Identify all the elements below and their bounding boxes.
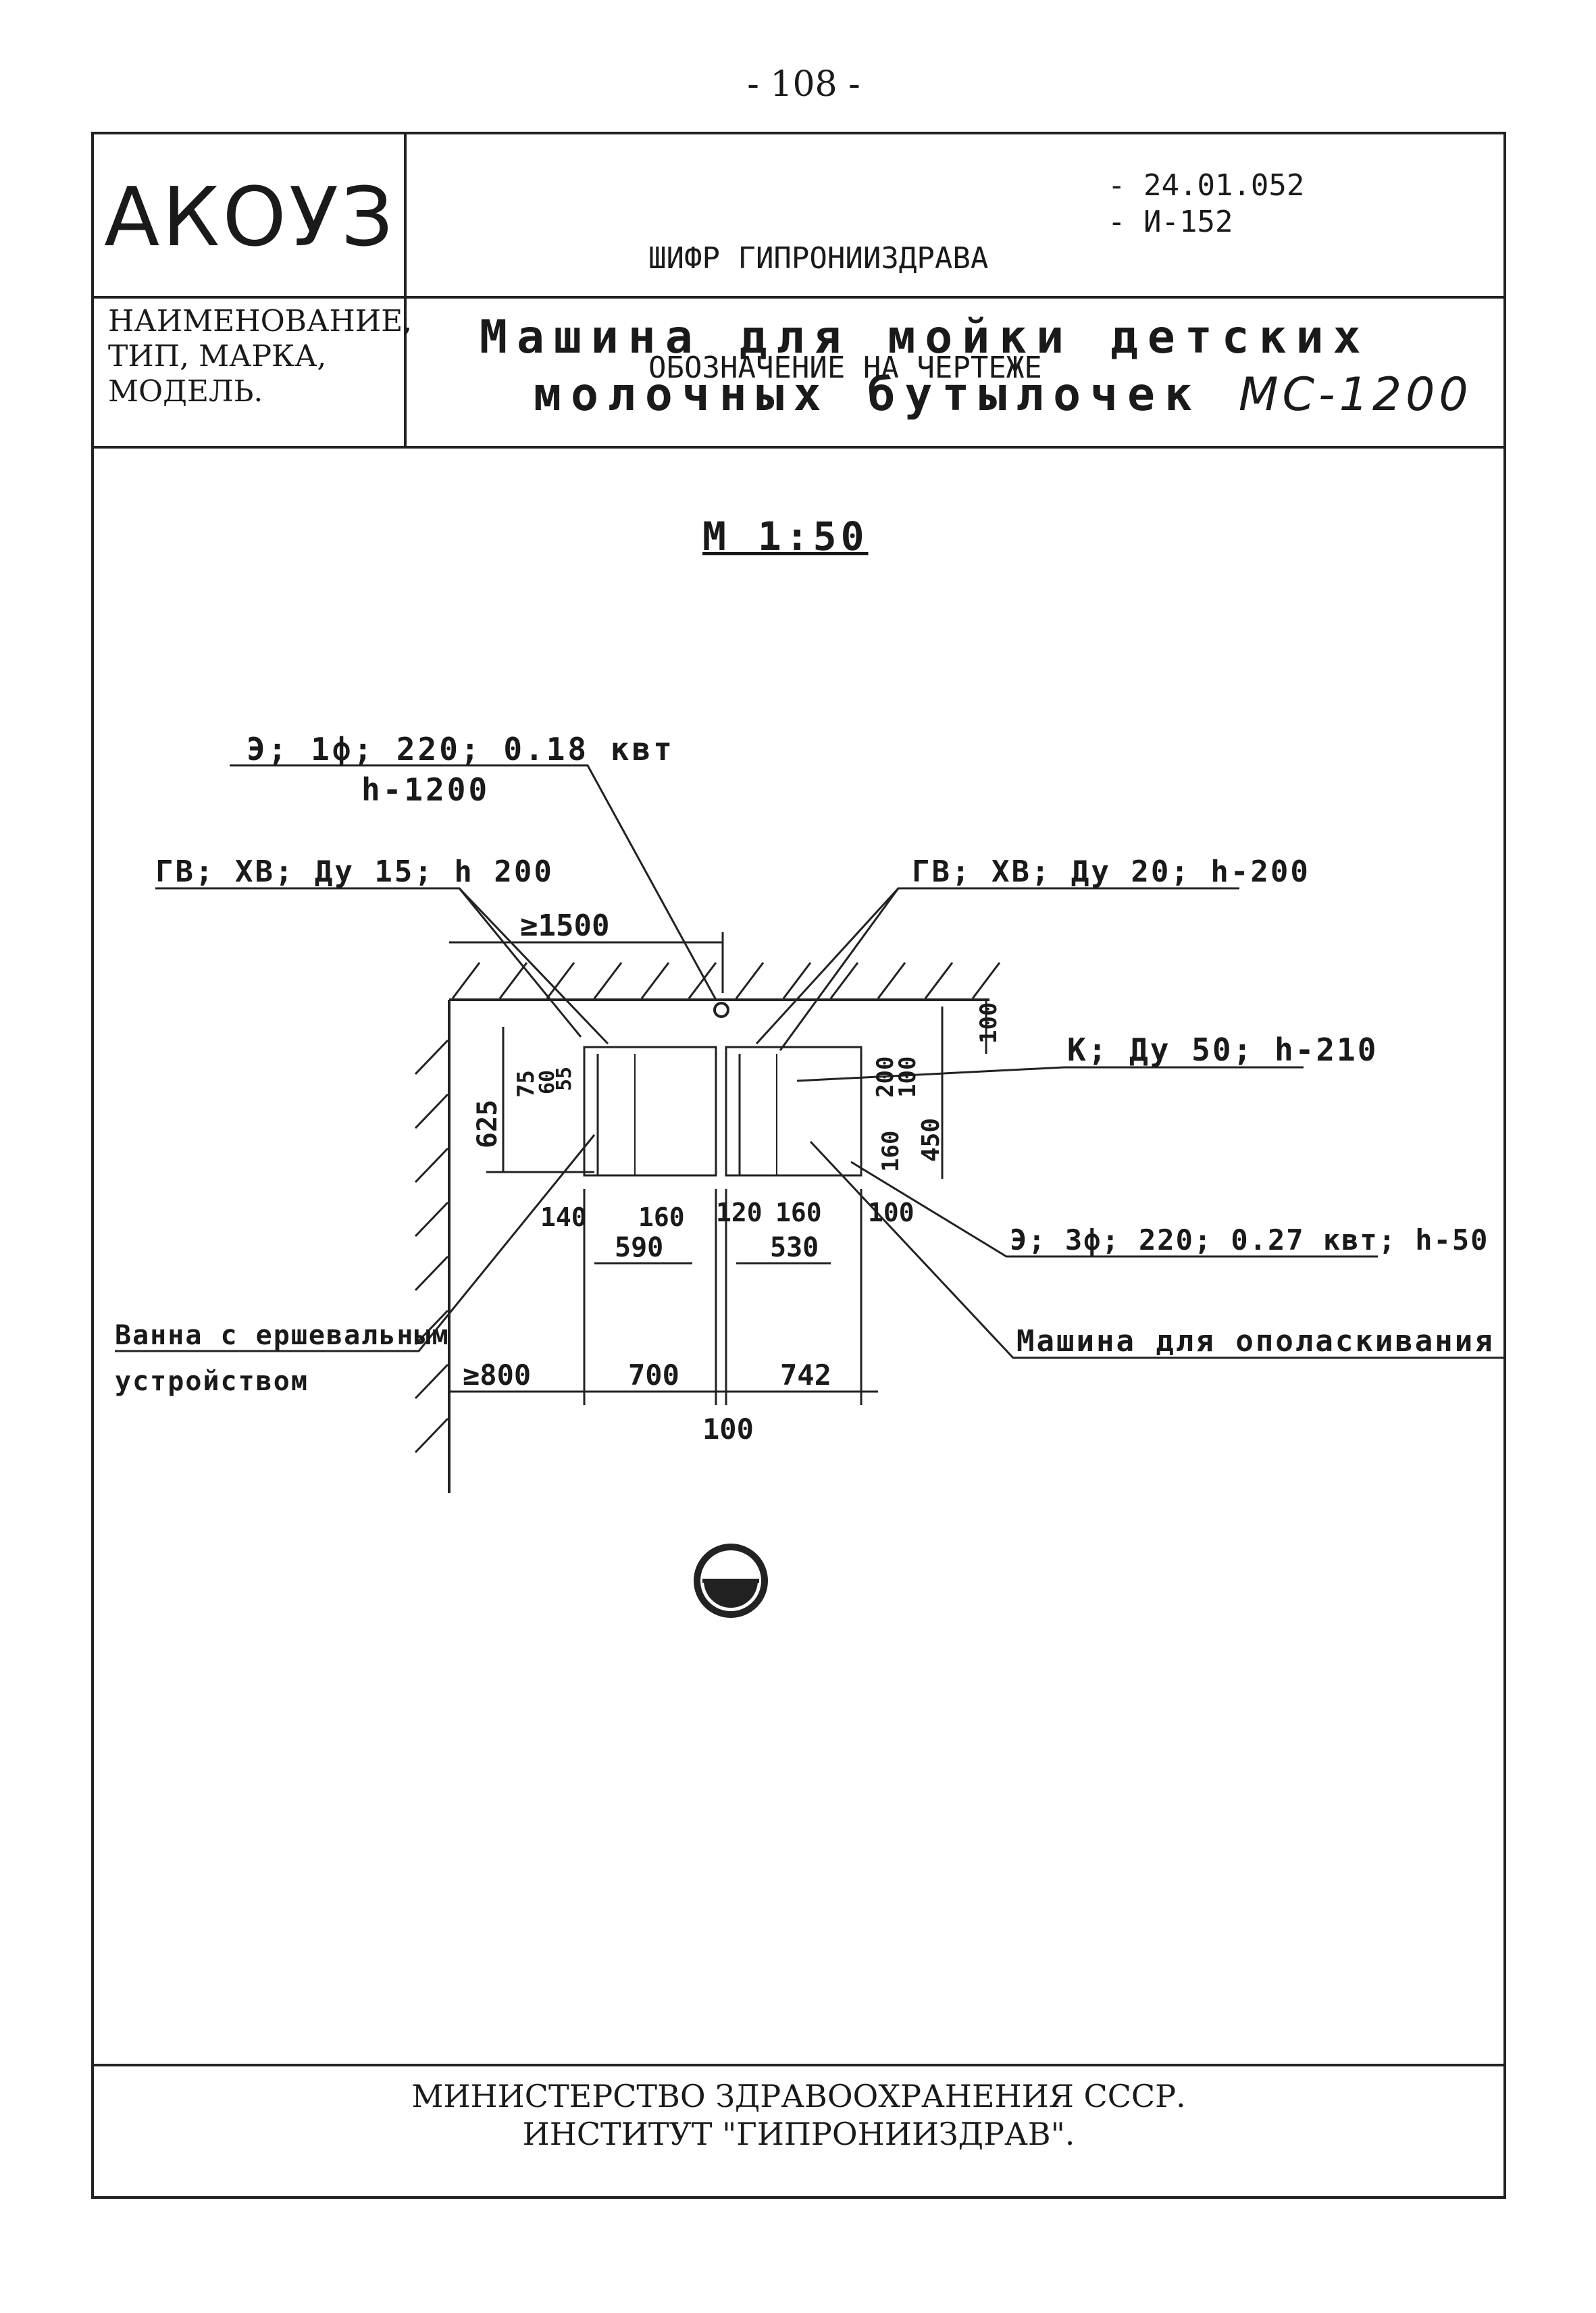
bath-label-line-2: устройством <box>115 1366 309 1397</box>
cipher-block: ШИФР ГИПРОНИИЗДРАВА ОБОЗНАЧЕНИЕ НА ЧЕРТЕ… <box>648 168 1304 459</box>
rinse-machine-label: Машина для ополаскивания <box>1016 1324 1495 1358</box>
footer-divider <box>91 2064 1506 2066</box>
orientation-symbol <box>694 1544 768 1618</box>
dim-160-b: 160 <box>775 1198 822 1227</box>
title-line-2: молочных бутылочек МС-1200 <box>534 368 1472 422</box>
power-single-height: h-1200 <box>361 771 490 808</box>
dim-left-clearance: ≥800 <box>463 1358 531 1392</box>
cipher-value: - 24.01.052 <box>1108 168 1305 203</box>
designation-value: - И-152 <box>1108 205 1233 239</box>
dim-r450: 450 <box>917 1118 945 1162</box>
footer-line-1: МИНИСТЕРСТВО ЗДРАВООХРАНЕНИЯ СССР. <box>411 2078 1186 2114</box>
dim-120: 120 <box>716 1198 763 1227</box>
dim-width-left: 700 <box>628 1358 679 1392</box>
dimension-lines <box>449 932 987 1405</box>
drawing-frame <box>91 132 1506 2199</box>
header-divider-2 <box>91 446 1506 449</box>
bath-label-line-1: Ванна с ершевальным <box>115 1320 450 1351</box>
rinse-machine-outline <box>725 1046 863 1177</box>
dim-depth: 625 <box>472 1100 503 1148</box>
title-line-1: Машина для мойки детских <box>480 311 1370 364</box>
dim-r200: 200 <box>872 1057 899 1098</box>
page-number: - 108 - <box>747 64 860 105</box>
power-single-label: Э; 1ф; 220; 0.18 квт <box>247 731 675 767</box>
model-name: МС-1200 <box>1238 368 1472 422</box>
water-left-label: ГВ; ХВ; Ду 15; h 200 <box>155 855 554 889</box>
wall-hatch-top <box>451 962 1001 999</box>
bath-outline <box>583 1046 717 1177</box>
scale-label: М 1:50 <box>702 513 869 559</box>
footer: МИНИСТЕРСТВО ЗДРАВООХРАНЕНИЯ СССР. ИНСТИ… <box>91 2077 1506 2153</box>
dim-r75: 75 <box>513 1070 540 1098</box>
name-label-line-2: ТИП, МАРКА, <box>108 339 327 374</box>
dim-sub-left: 590 <box>615 1232 663 1263</box>
footer-line-2: ИНСТИТУТ "ГИПРОНИИЗДРАВ". <box>522 2116 1075 2152</box>
dim-100-b: 100 <box>868 1198 915 1227</box>
dim-gap: 100 <box>702 1413 754 1446</box>
dim-r100-b: 100 <box>975 1002 1002 1044</box>
dim-140: 140 <box>540 1202 587 1232</box>
name-label: НАИМЕНОВАНИЕ, ТИП, МАРКА, МОДЕЛЬ. <box>108 304 412 409</box>
sewer-label: К; Ду 50; h-210 <box>1067 1032 1378 1068</box>
name-label-line-3: МОДЕЛЬ. <box>108 374 263 409</box>
water-right-label: ГВ; ХВ; Ду 20; h-200 <box>912 855 1310 889</box>
dim-width-right: 742 <box>780 1358 831 1392</box>
header-divider-1 <box>91 296 1506 299</box>
power-three-label: Э; 3ф; 220; 0.27 квт; h-50 <box>1010 1223 1489 1256</box>
dim-r100: 100 <box>894 1057 921 1098</box>
dim-sub-right: 530 <box>770 1232 819 1263</box>
cipher-values: - 24.01.052 - И-152 <box>1108 168 1304 240</box>
document-code: АКОУЗ <box>104 171 396 265</box>
wall-hatch-left <box>414 1039 449 1454</box>
dim-160-a: 160 <box>638 1202 685 1232</box>
dim-r60: 60 <box>536 1070 559 1094</box>
dim-top-clearance: ≥1500 <box>520 909 609 943</box>
power-outlet-icon <box>713 1002 729 1018</box>
name-label-line-1: НАИМЕНОВАНИЕ, <box>108 304 413 338</box>
leader-lines <box>115 764 1506 1359</box>
dim-r160: 160 <box>877 1131 904 1172</box>
header-column-divider <box>404 132 407 447</box>
title-line-2-text: молочных бутылочек <box>534 368 1202 422</box>
dim-r55: 55 <box>552 1067 576 1091</box>
designation-label: ОБОЗНАЧЕНИЕ НА ЧЕРТЕЖЕ <box>648 351 1042 385</box>
cipher-label: ШИФР ГИПРОНИИЗДРАВА <box>648 241 989 276</box>
